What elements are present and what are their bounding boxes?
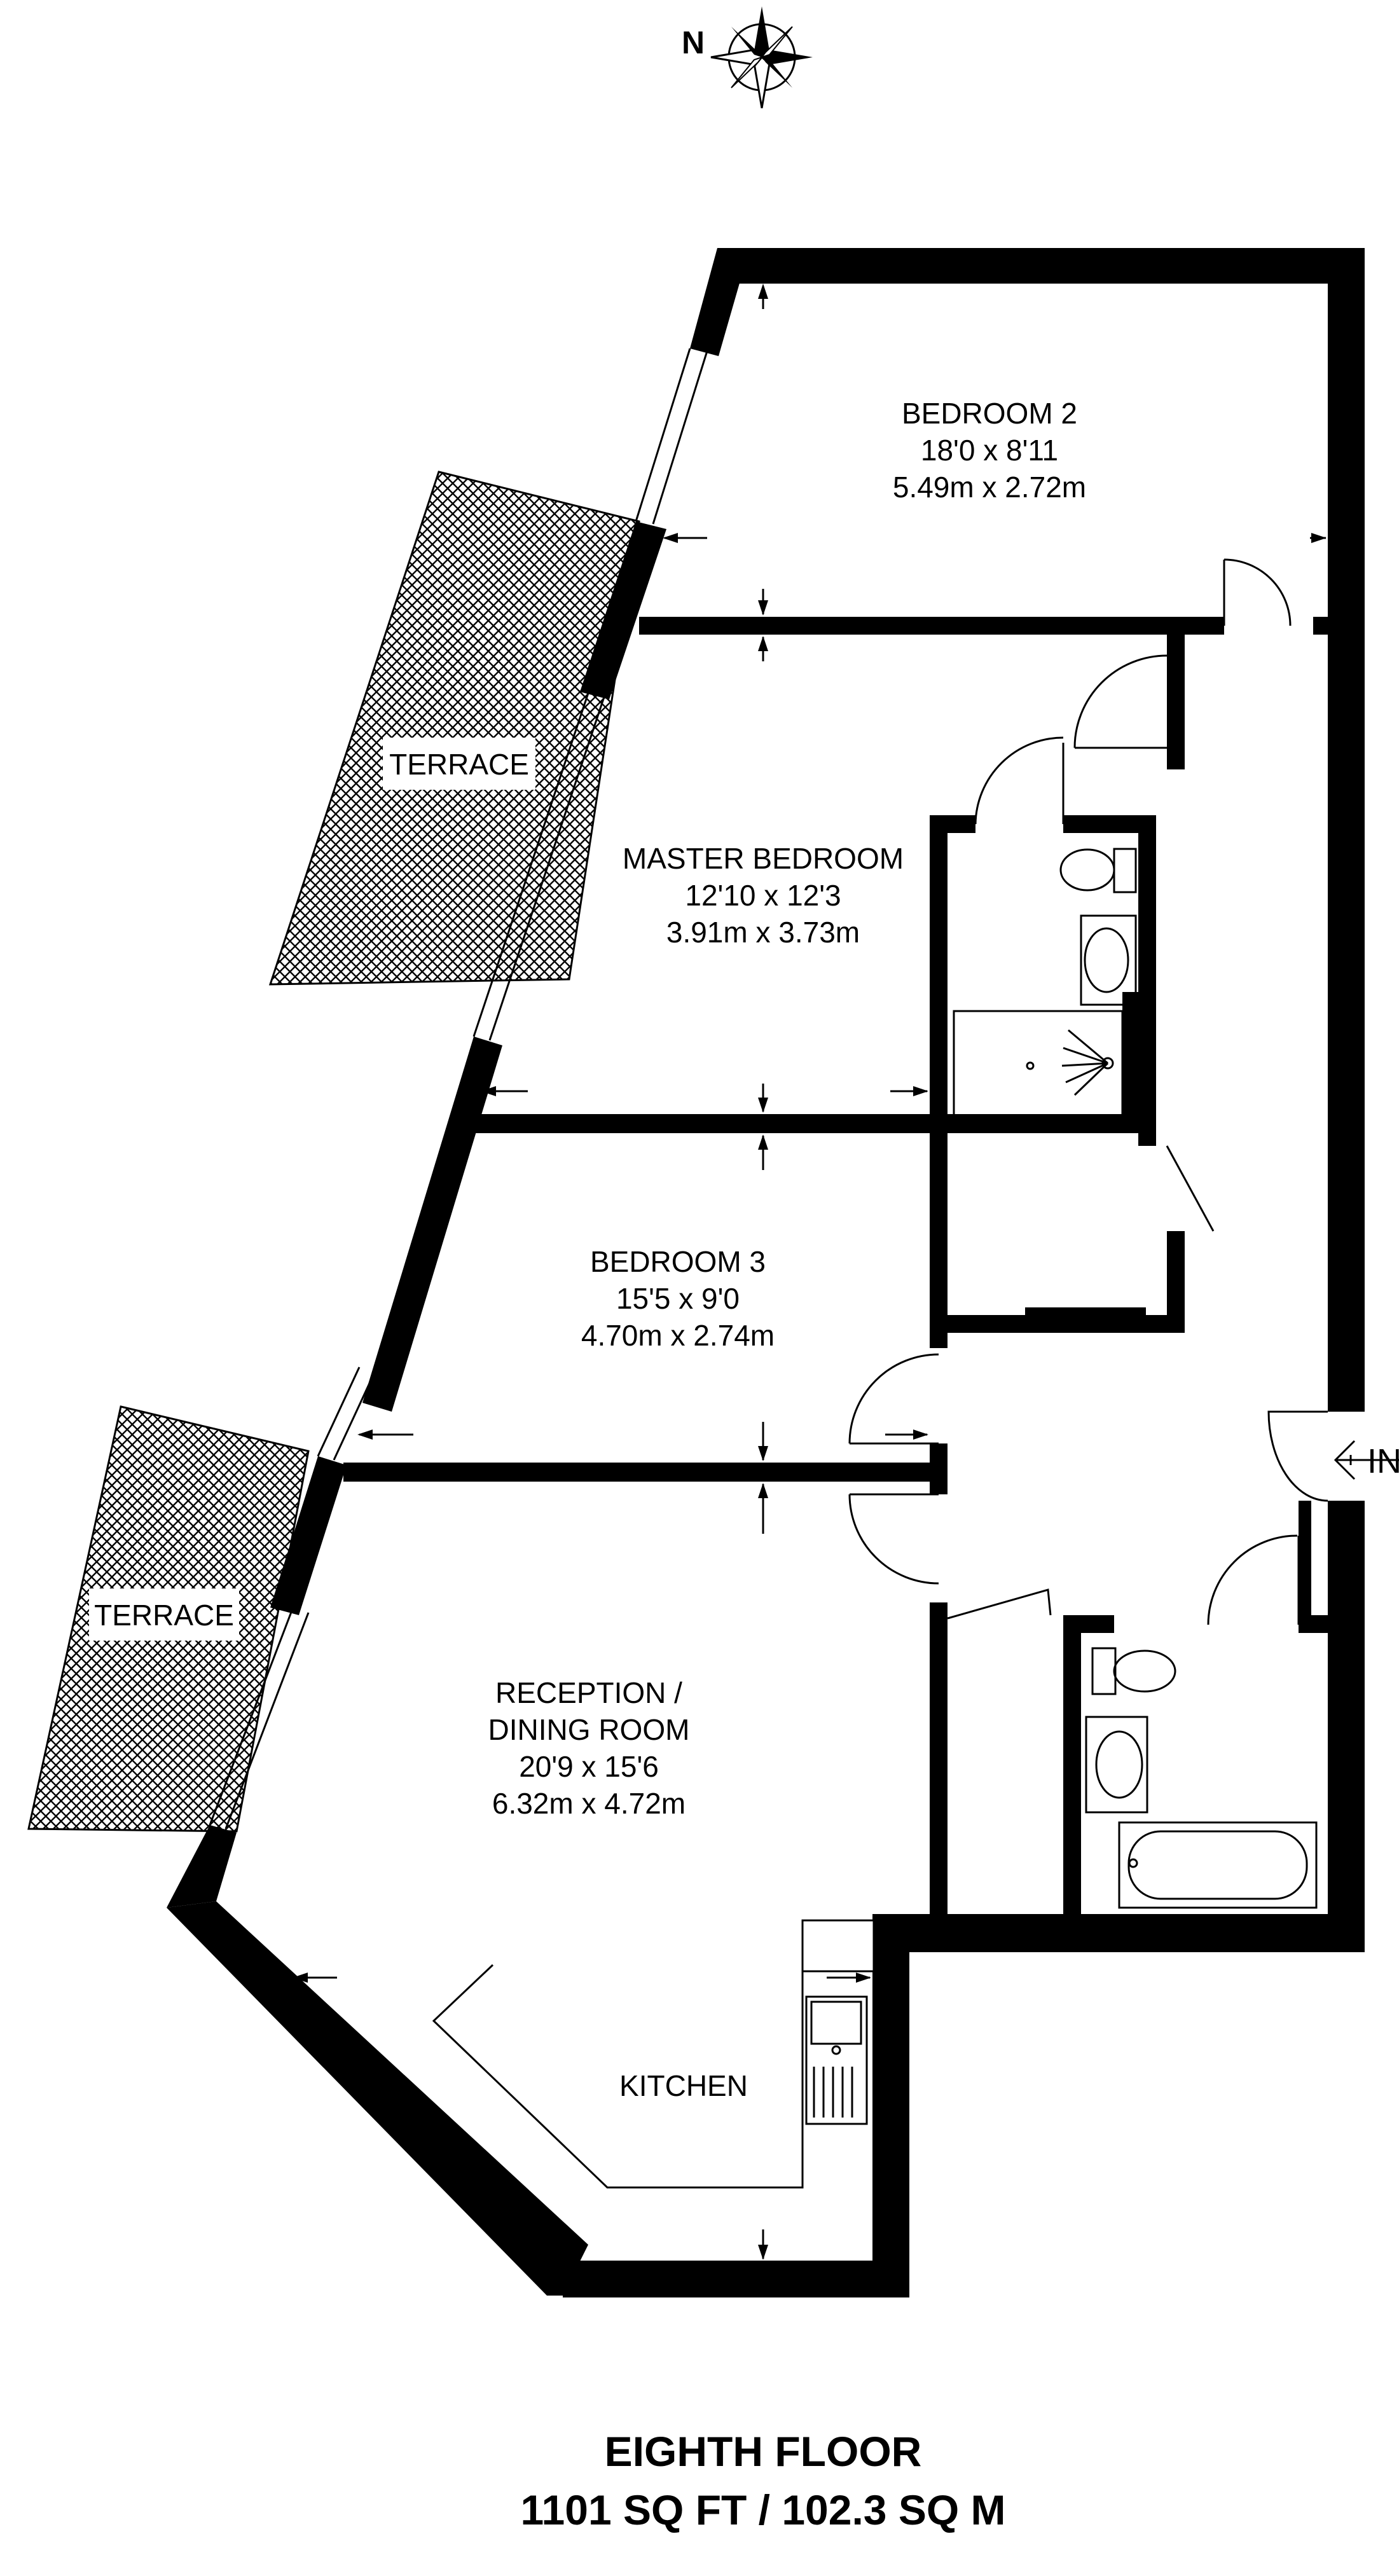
sink-icon: [805, 1995, 868, 2125]
reception-name-line1: RECEPTION /: [495, 1676, 682, 1709]
basin-icon: [1085, 1716, 1148, 1814]
entrance-label: IN: [1367, 1442, 1399, 1480]
doors: [848, 558, 1328, 1625]
kitchen-fixtures: [432, 1919, 875, 2189]
master-bedroom-metric: 3.91m x 3.73m: [666, 916, 860, 949]
compass-rose-icon: [710, 6, 813, 109]
ensuite-fixtures: [953, 848, 1137, 1126]
toilet-icon: [1091, 1647, 1176, 1695]
terrace-lower-label-bg: [89, 1588, 239, 1641]
north-label: N: [682, 25, 705, 60]
west-windows: [209, 348, 708, 1829]
terrace-lower-label: TERRACE: [94, 1599, 234, 1632]
master-bedroom-imperial: 12'10 x 12'3: [685, 879, 841, 912]
reception-imperial: 20'9 x 15'6: [519, 1750, 659, 1783]
bedroom3-metric: 4.70m x 2.74m: [581, 1319, 775, 1352]
terrace-upper: [268, 471, 640, 986]
basin-icon: [1080, 914, 1137, 1006]
bath-icon: [1118, 1821, 1318, 1909]
kitchen-name: KITCHEN: [619, 2069, 748, 2102]
exterior-walls: [167, 248, 1365, 2297]
reception-metric: 6.32m x 4.72m: [492, 1787, 686, 1820]
shower-icon: [1026, 1029, 1114, 1096]
bedroom3-name: BEDROOM 3: [590, 1245, 766, 1278]
entrance-arrow-icon: [1334, 1440, 1399, 1480]
bedroom2-metric: 5.49m x 2.72m: [893, 471, 1086, 504]
bedroom2-name: BEDROOM 2: [902, 397, 1077, 430]
terrace-upper-label: TERRACE: [389, 748, 529, 781]
bathroom-fixtures: [1085, 1647, 1318, 1909]
master-bedroom-name: MASTER BEDROOM: [623, 842, 904, 875]
terrace-upper-label-bg: [383, 738, 535, 790]
bedroom3-imperial: 15'5 x 9'0: [616, 1282, 740, 1315]
floor-area: 1101 SQ FT / 102.3 SQ M: [520, 2486, 1005, 2533]
reception-name-line2: DINING ROOM: [488, 1713, 690, 1746]
floor-title: EIGHTH FLOOR: [605, 2428, 922, 2475]
bedroom2-imperial: 18'0 x 8'11: [921, 434, 1058, 467]
dimension-arrows: [293, 284, 1327, 2260]
toilet-icon: [1059, 848, 1137, 893]
interior-walls: [343, 617, 1338, 1952]
